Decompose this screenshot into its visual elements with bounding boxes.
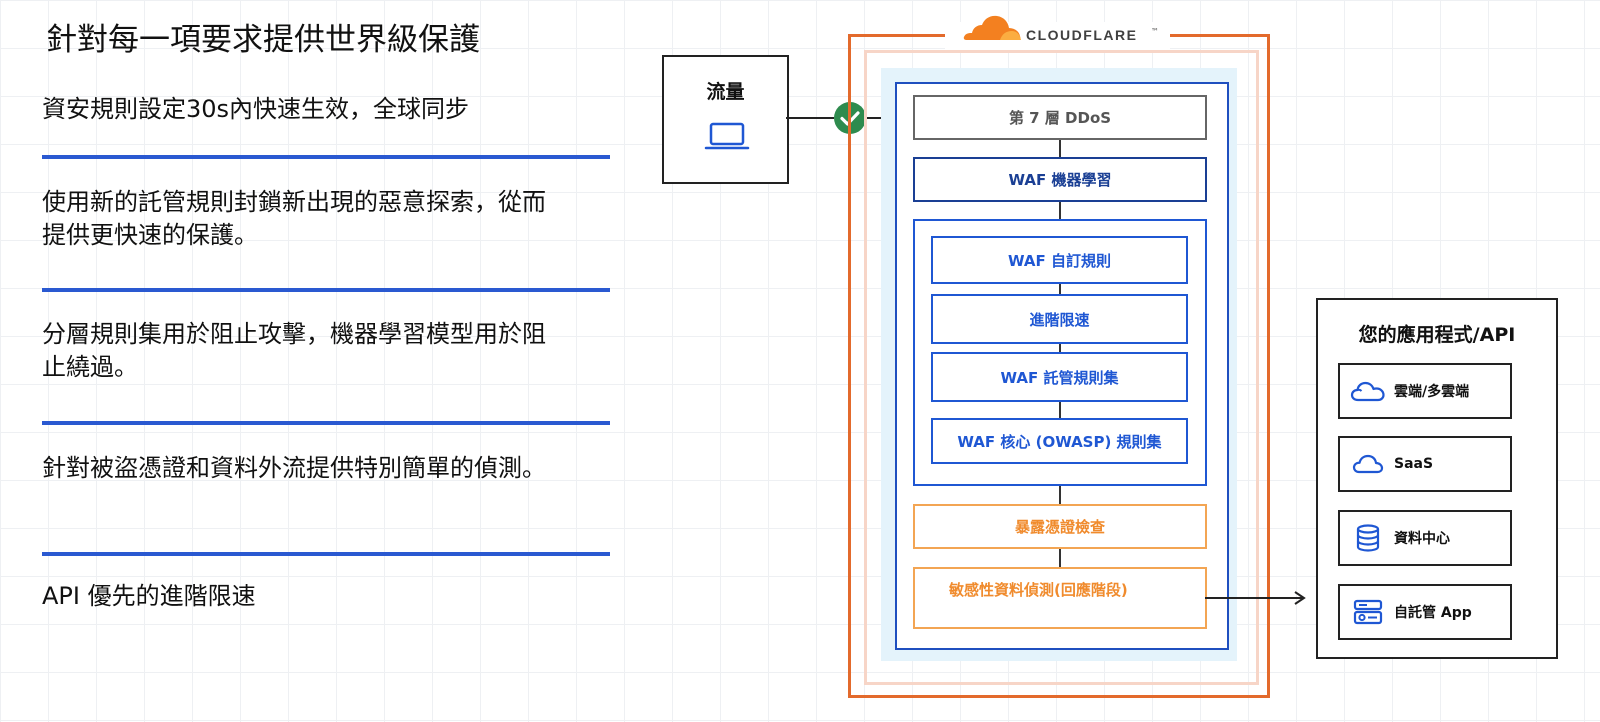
app-item-datacenter: 資料中心 bbox=[1338, 510, 1512, 566]
divider bbox=[42, 421, 610, 425]
feature-text: API 優先的進階限速 bbox=[42, 582, 256, 610]
feature-text: 提供更快速的保護。 bbox=[42, 221, 258, 249]
feature-text: 使用新的託管規則封鎖新出現的惡意探索，從而 bbox=[42, 188, 546, 216]
waf-managed-rules-node: WAF 託管規則集 bbox=[931, 352, 1188, 402]
cloudflare-wordmark: CLOUDFLARE bbox=[1026, 27, 1138, 43]
connector-line bbox=[1059, 344, 1061, 352]
connector-line bbox=[1059, 486, 1061, 504]
feature-text: 針對被盜憑證和資料外流提供特別簡單的偵測。 bbox=[42, 454, 546, 482]
layer7-ddos-node: 第 7 層 DDoS bbox=[913, 95, 1207, 140]
laptop-icon bbox=[704, 122, 750, 150]
divider bbox=[42, 155, 610, 159]
connector-line bbox=[1059, 402, 1061, 418]
connector-line bbox=[786, 117, 834, 119]
waf-rules-group bbox=[913, 219, 1207, 486]
rate-limiting-node: 進階限速 bbox=[931, 294, 1188, 344]
arrow-icon bbox=[1205, 591, 1306, 605]
apps-title: 您的應用程式/API bbox=[1358, 324, 1516, 346]
app-item-label: 自託管 App bbox=[1394, 605, 1472, 621]
page-title: 針對每一項要求提供世界級保護 bbox=[46, 22, 480, 58]
traffic-label: 流量 bbox=[706, 81, 745, 103]
connector-line bbox=[1059, 202, 1061, 219]
app-item-label: SaaS bbox=[1394, 456, 1434, 472]
app-item-label: 雲端/多雲端 bbox=[1394, 384, 1470, 400]
feature-item-3: 分層規則集用於阻止攻擊，機器學習模型用於阻 止繞過。 bbox=[42, 318, 622, 384]
server-icon bbox=[1350, 598, 1386, 626]
sensitive-data-detection-node: 敏感性資料偵測(回應階段) bbox=[913, 567, 1207, 629]
cloud-outline-icon bbox=[1350, 450, 1386, 478]
waf-core-owasp-node: WAF 核心 (OWASP) 規則集 bbox=[931, 418, 1188, 464]
feature-text: 資安規則設定30s內快速生效，全球同步 bbox=[42, 95, 470, 123]
connector-line bbox=[1059, 140, 1061, 157]
app-item-self-hosted: 自託管 App bbox=[1338, 584, 1512, 640]
feature-item-1: 資安規則設定30s內快速生效，全球同步 bbox=[42, 93, 622, 126]
trademark: ™ bbox=[1151, 27, 1159, 36]
apps-box: 您的應用程式/API 雲端/多雲端 SaaS 資料中心 bbox=[1316, 298, 1558, 659]
divider bbox=[42, 288, 610, 292]
connector-line bbox=[1059, 549, 1061, 567]
database-icon bbox=[1350, 524, 1386, 552]
feature-text: 分層規則集用於阻止攻擊，機器學習模型用於阻 bbox=[42, 320, 546, 348]
traffic-box: 流量 bbox=[662, 55, 789, 184]
divider bbox=[42, 552, 610, 556]
cloud-icon bbox=[963, 15, 1021, 41]
feature-item-2: 使用新的託管規則封鎖新出現的惡意探索，從而 提供更快速的保護。 bbox=[42, 186, 622, 252]
waf-ml-node: WAF 機器學習 bbox=[913, 157, 1207, 202]
cloudflare-inner-frame bbox=[864, 50, 1259, 685]
feature-item-5: API 優先的進階限速 bbox=[42, 580, 622, 613]
feature-text: 止繞過。 bbox=[42, 353, 138, 381]
feature-item-4: 針對被盜憑證和資料外流提供特別簡單的偵測。 bbox=[42, 452, 622, 485]
app-item-saas: SaaS bbox=[1338, 436, 1512, 492]
exposed-credentials-node: 暴露憑證檢查 bbox=[913, 504, 1207, 549]
app-item-label: 資料中心 bbox=[1394, 531, 1450, 547]
cloud-icon bbox=[1350, 377, 1386, 405]
connector-line bbox=[1059, 284, 1061, 294]
waf-custom-rules-node: WAF 自訂規則 bbox=[931, 236, 1188, 284]
app-item-cloud: 雲端/多雲端 bbox=[1338, 363, 1512, 419]
